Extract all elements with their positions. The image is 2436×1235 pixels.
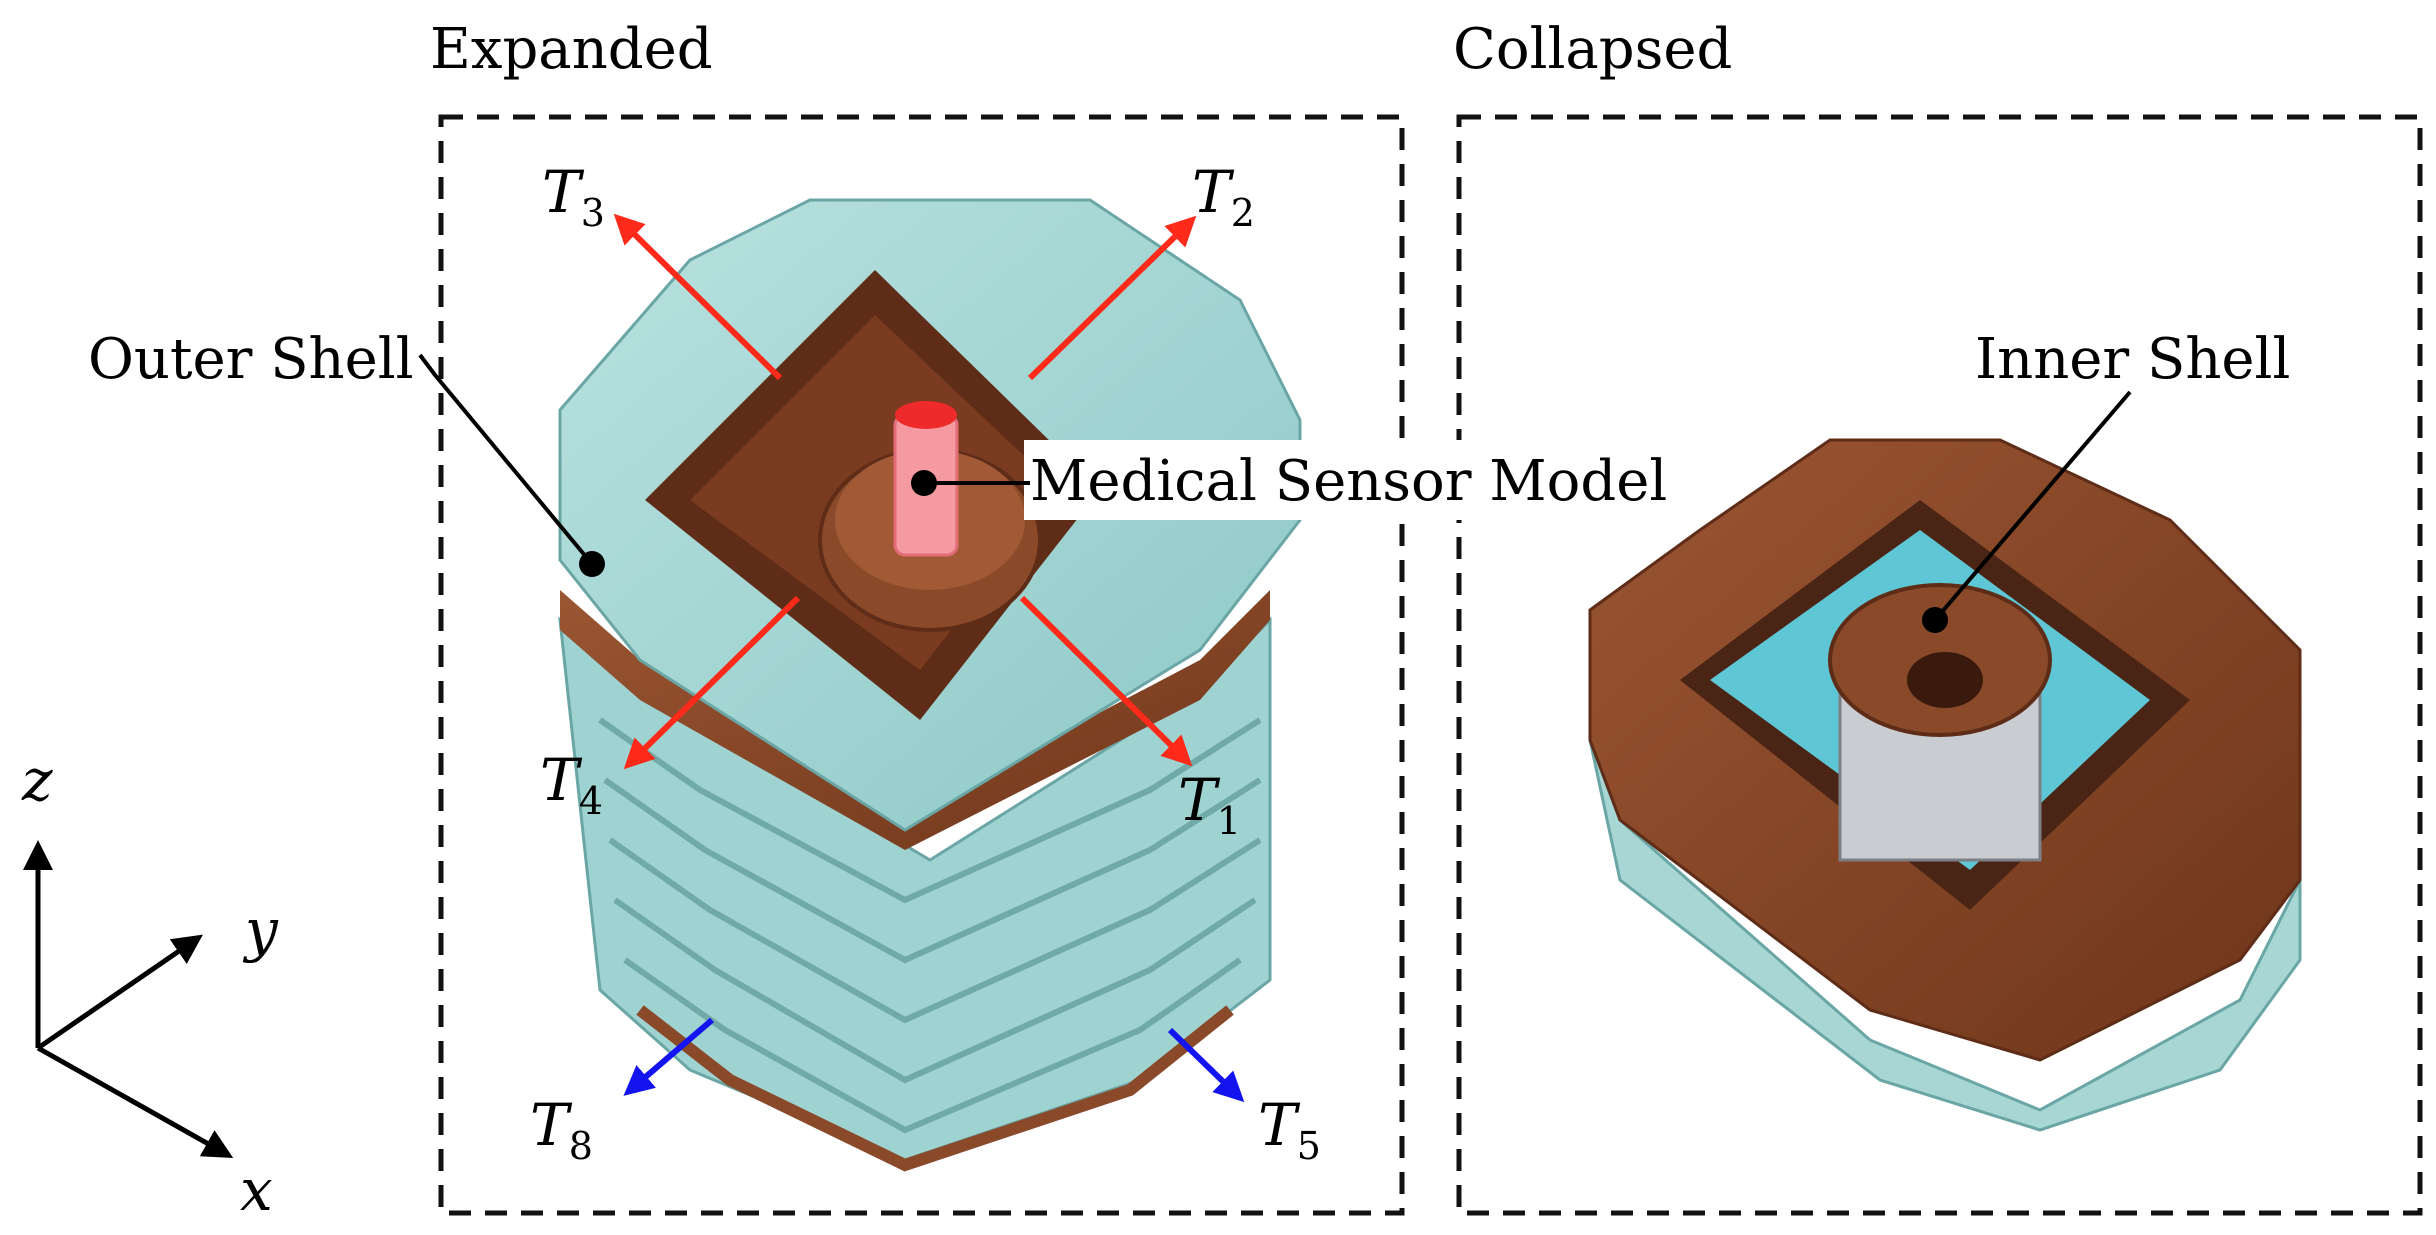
label-t2: T2 xyxy=(1192,158,1255,235)
copper-band xyxy=(560,590,1270,850)
y-axis-label: y xyxy=(242,896,279,964)
inner-shell-dot xyxy=(1922,607,1948,633)
medical-sensor-label-bg xyxy=(1024,440,1614,520)
label-t3: T3 xyxy=(542,158,605,235)
label-t1: T1 xyxy=(1178,766,1241,843)
coordinate-axes: z y x xyxy=(21,746,279,1224)
label-t8: T8 xyxy=(530,1091,593,1168)
expanded-title: Expanded xyxy=(430,17,713,82)
x-axis xyxy=(36,1045,234,1158)
copper-base xyxy=(636,1005,1234,1172)
collapsed-title: Collapsed xyxy=(1453,17,1732,82)
callout-outer-shell: Outer Shell xyxy=(88,327,605,577)
inner-shell-label: Inner Shell xyxy=(1975,327,2290,392)
bellows-pleats xyxy=(598,717,1262,1134)
inner-shell-hole xyxy=(1907,652,1983,708)
sensor-rod-tip xyxy=(895,401,957,429)
label-t4: T4 xyxy=(540,746,603,823)
z-axis-label: z xyxy=(21,746,53,814)
arrow-t2 xyxy=(1027,215,1197,381)
arrow-t5 xyxy=(1167,1027,1245,1103)
callout-medical-sensor: Medical Sensor Model xyxy=(911,440,1667,520)
arrow-t8 xyxy=(623,1017,714,1096)
x-axis-label: x xyxy=(240,1156,273,1224)
outer-shell-dot xyxy=(579,551,605,577)
collapsed-frame xyxy=(1456,114,2423,1216)
medical-sensor-dot xyxy=(911,470,937,496)
label-t5: T5 xyxy=(1258,1091,1321,1168)
medical-sensor-label: Medical Sensor Model xyxy=(1030,449,1667,514)
arrow-t1 xyxy=(1019,595,1193,767)
y-axis xyxy=(36,934,203,1051)
arrow-t4 xyxy=(623,595,801,770)
tension-labels: T3 T2 T4 T1 T8 T5 xyxy=(530,158,1321,1168)
expanded-frame xyxy=(438,114,1405,1216)
outer-shell-label: Outer Shell xyxy=(88,327,414,392)
expanded-device xyxy=(558,198,1302,1172)
tension-arrows xyxy=(613,213,1245,1103)
outer-shell-leader xyxy=(418,353,594,566)
arrow-t3 xyxy=(613,213,783,381)
callout-inner-shell: Inner Shell xyxy=(1922,327,2290,633)
collapsed-body xyxy=(1588,739,2302,1132)
inner-shell-leader xyxy=(1933,390,2132,622)
collapsed-device xyxy=(1588,438,2302,1132)
